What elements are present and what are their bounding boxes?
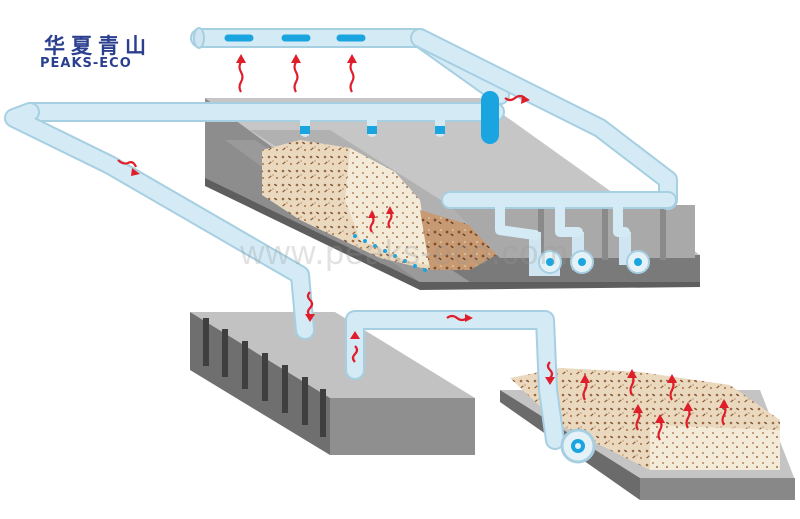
manifold-drops bbox=[495, 195, 630, 240]
air-flow-arrow-icon bbox=[545, 361, 555, 385]
heat-flow-arrow-icon bbox=[386, 206, 394, 229]
heat-flow-arrow-icon bbox=[368, 210, 376, 233]
lower-compost-bed bbox=[500, 368, 795, 500]
tunnel-bay-divider-2 bbox=[602, 205, 608, 260]
bed-compost-front bbox=[650, 425, 780, 470]
tunnel-inlet-tubes bbox=[300, 91, 499, 144]
company-logo-english: PEAKS-ECO bbox=[40, 56, 132, 71]
heat-flow-arrow-icon bbox=[580, 374, 590, 401]
tunnel-bay-divider-3 bbox=[660, 205, 666, 260]
heat-flow-arrow-icon bbox=[667, 374, 677, 401]
watermark-text: www.peaks-eco.com bbox=[240, 234, 569, 272]
company-logo-chinese: 华夏青山 bbox=[44, 33, 152, 58]
tunnel-compost-inner bbox=[345, 148, 430, 265]
biofilter-front bbox=[330, 398, 475, 455]
biofilter-top bbox=[190, 312, 475, 398]
aeration-floor-holes bbox=[353, 234, 427, 272]
heat-flow-arrow-icon bbox=[719, 399, 729, 426]
air-duct-network bbox=[4, 27, 678, 450]
duct-open-end bbox=[193, 27, 205, 49]
bed-base-front bbox=[640, 478, 795, 500]
air-flow-arrow-icon bbox=[305, 291, 315, 322]
heat-flow-arrow-icon bbox=[347, 54, 357, 93]
heat-flow-arrow-icon bbox=[683, 402, 693, 429]
air-flow-arrow-icon bbox=[350, 331, 360, 363]
heat-flow-arrow-icon bbox=[655, 414, 665, 441]
heat-flow-arrow-icon bbox=[627, 369, 637, 396]
bed-fan-blower-icon bbox=[560, 428, 596, 464]
heat-flow-arrow-icon bbox=[633, 404, 643, 431]
biofilter-block bbox=[190, 312, 475, 455]
air-flow-arrow-icon bbox=[446, 314, 473, 322]
biofilter-slots bbox=[203, 318, 326, 437]
tunnel-compost-right bbox=[420, 210, 505, 270]
tunnel-fan-3 bbox=[619, 232, 650, 274]
tunnel-fan-2 bbox=[570, 232, 594, 274]
air-flow-arrow-icon bbox=[117, 159, 140, 176]
heat-flow-arrow-icon bbox=[236, 54, 246, 93]
tunnel-fan-1 bbox=[529, 232, 562, 276]
air-flow-arrow-icon bbox=[504, 94, 530, 104]
heat-flow-arrow-icon bbox=[291, 54, 301, 93]
heat-flow-arrows bbox=[117, 54, 729, 441]
